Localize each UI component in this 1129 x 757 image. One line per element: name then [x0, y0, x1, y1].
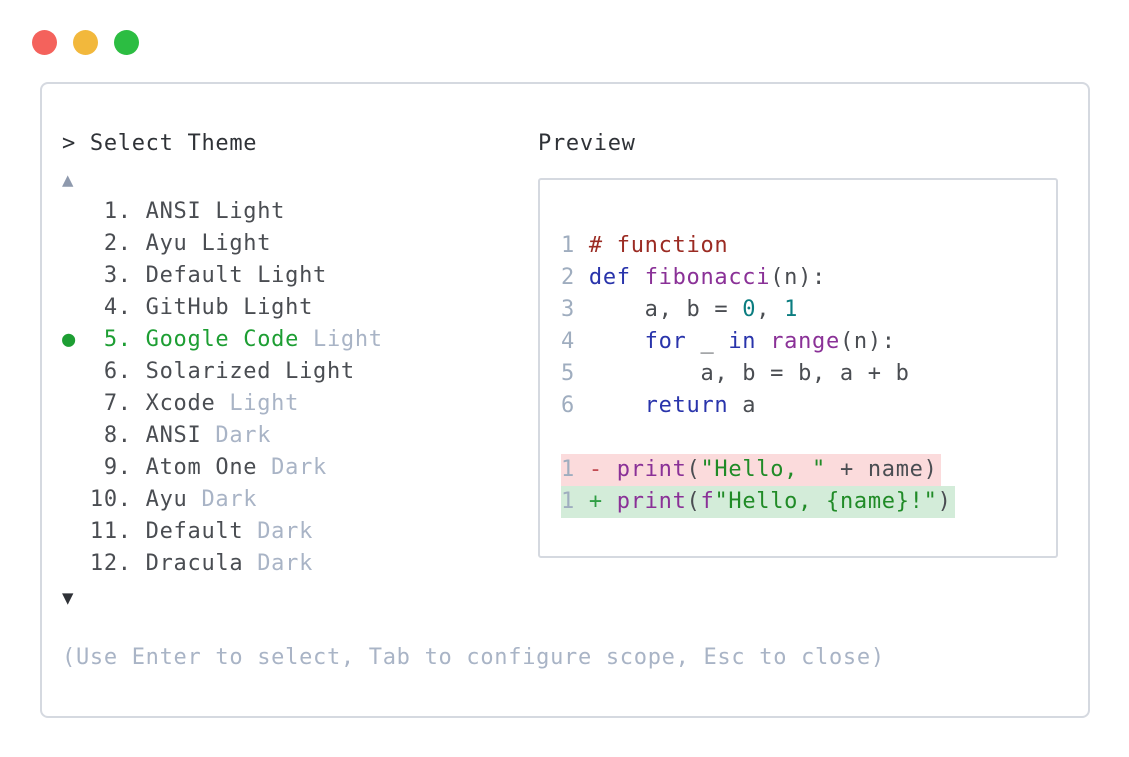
theme-name: Default: [145, 519, 244, 544]
theme-variant: Dark: [201, 423, 272, 448]
theme-name: Default Light: [145, 263, 327, 288]
theme-variant: Dark: [257, 455, 327, 480]
diff-removed-highlight: 1 - print("Hello, " + name): [561, 454, 941, 486]
theme-number: 8.: [89, 423, 146, 448]
theme-name: Ayu Light: [145, 231, 272, 256]
dialog-title: > Select Theme: [62, 128, 257, 160]
line-number: 2: [561, 265, 589, 290]
theme-option-ansi-light[interactable]: 1. ANSI Light: [62, 196, 502, 228]
diff-line-added: 1 + print(f"Hello, {name}!"): [561, 486, 1056, 518]
theme-number: 2.: [89, 231, 146, 256]
theme-option-ayu[interactable]: 10. Ayu Dark: [62, 484, 502, 516]
theme-number: 9.: [89, 455, 146, 480]
code-line: 1 # function: [561, 233, 729, 258]
theme-option-github-light[interactable]: 4. GitHub Light: [62, 292, 502, 324]
code-line: 4 for _ in range(n):: [561, 329, 896, 354]
theme-option-ansi[interactable]: 8. ANSI Dark: [62, 420, 502, 452]
code-line-blank: [561, 422, 1056, 454]
line-number: 6: [561, 393, 589, 418]
theme-option-atom-one[interactable]: 9. Atom One Dark: [62, 452, 502, 484]
window-controls: [32, 30, 139, 55]
scroll-up-icon[interactable]: ▲: [62, 169, 75, 191]
theme-option-google-code[interactable]: ● 5. Google Code Light: [62, 324, 502, 356]
selected-bullet-icon: ●: [62, 327, 90, 352]
theme-number: 5.: [89, 327, 146, 352]
code-line: 6 return a: [561, 393, 757, 418]
close-button[interactable]: [32, 30, 57, 55]
theme-number: 10.: [89, 487, 146, 512]
code-line: 2 def fibonacci(n):: [561, 265, 826, 290]
theme-list: 1. ANSI Light 2. Ayu Light 3. Default Li…: [62, 196, 502, 580]
theme-option-default-light[interactable]: 3. Default Light: [62, 260, 502, 292]
theme-variant: Dark: [187, 487, 258, 512]
theme-name: GitHub Light: [145, 295, 314, 320]
theme-name: Xcode: [145, 391, 216, 416]
dialog-title-text: Select Theme: [89, 131, 258, 156]
theme-number: 4.: [89, 295, 146, 320]
theme-option-xcode[interactable]: 7. Xcode Light: [62, 388, 502, 420]
theme-number: 3.: [89, 263, 146, 288]
theme-name: ANSI: [145, 423, 202, 448]
theme-variant: Light: [215, 391, 300, 416]
theme-option-default[interactable]: 11. Default Dark: [62, 516, 502, 548]
theme-number: 6.: [89, 359, 146, 384]
theme-option-dracula[interactable]: 12. Dracula Dark: [62, 548, 502, 580]
line-number: 1: [561, 489, 575, 514]
theme-variant: Light: [299, 327, 383, 352]
code-line: 5 a, b = b, a + b: [561, 361, 910, 386]
theme-name: Google Code: [145, 327, 300, 352]
theme-number: 12.: [89, 551, 146, 576]
code-line: 3 a, b = 0, 1: [561, 297, 799, 322]
scroll-down-icon[interactable]: ▼: [62, 587, 75, 609]
minimize-button[interactable]: [73, 30, 98, 55]
theme-number: 1.: [89, 199, 146, 224]
theme-name: Dracula: [145, 551, 244, 576]
theme-number: 7.: [89, 391, 146, 416]
theme-variant: Dark: [243, 551, 314, 576]
theme-name: Atom One: [145, 455, 258, 480]
theme-picker-panel: > Select Theme Preview ▲ 1. ANSI Light 2…: [40, 82, 1090, 718]
line-number: 1: [561, 233, 589, 258]
preview-code: 1 # function 2 def fibonacci(n): 3 a, b = …: [538, 178, 1058, 558]
prompt-marker-icon: >: [62, 131, 76, 156]
theme-option-solarized-light[interactable]: 6. Solarized Light: [62, 356, 502, 388]
theme-number: 11.: [89, 519, 146, 544]
theme-name: Ayu: [145, 487, 188, 512]
line-number: 3: [561, 297, 589, 322]
diff-line-removed: 1 - print("Hello, " + name): [561, 454, 1056, 486]
keyboard-hint: (Use Enter to select, Tab to configure s…: [62, 645, 885, 670]
theme-name: ANSI Light: [145, 199, 286, 224]
line-number: 5: [561, 361, 589, 386]
diff-added-highlight: 1 + print(f"Hello, {name}!"): [561, 486, 955, 518]
theme-option-ayu-light[interactable]: 2. Ayu Light: [62, 228, 502, 260]
line-number: 4: [561, 329, 589, 354]
theme-name: Solarized Light: [145, 359, 355, 384]
preview-label: Preview: [538, 131, 636, 156]
maximize-button[interactable]: [114, 30, 139, 55]
theme-variant: Dark: [243, 519, 314, 544]
line-number: 1: [561, 457, 575, 482]
